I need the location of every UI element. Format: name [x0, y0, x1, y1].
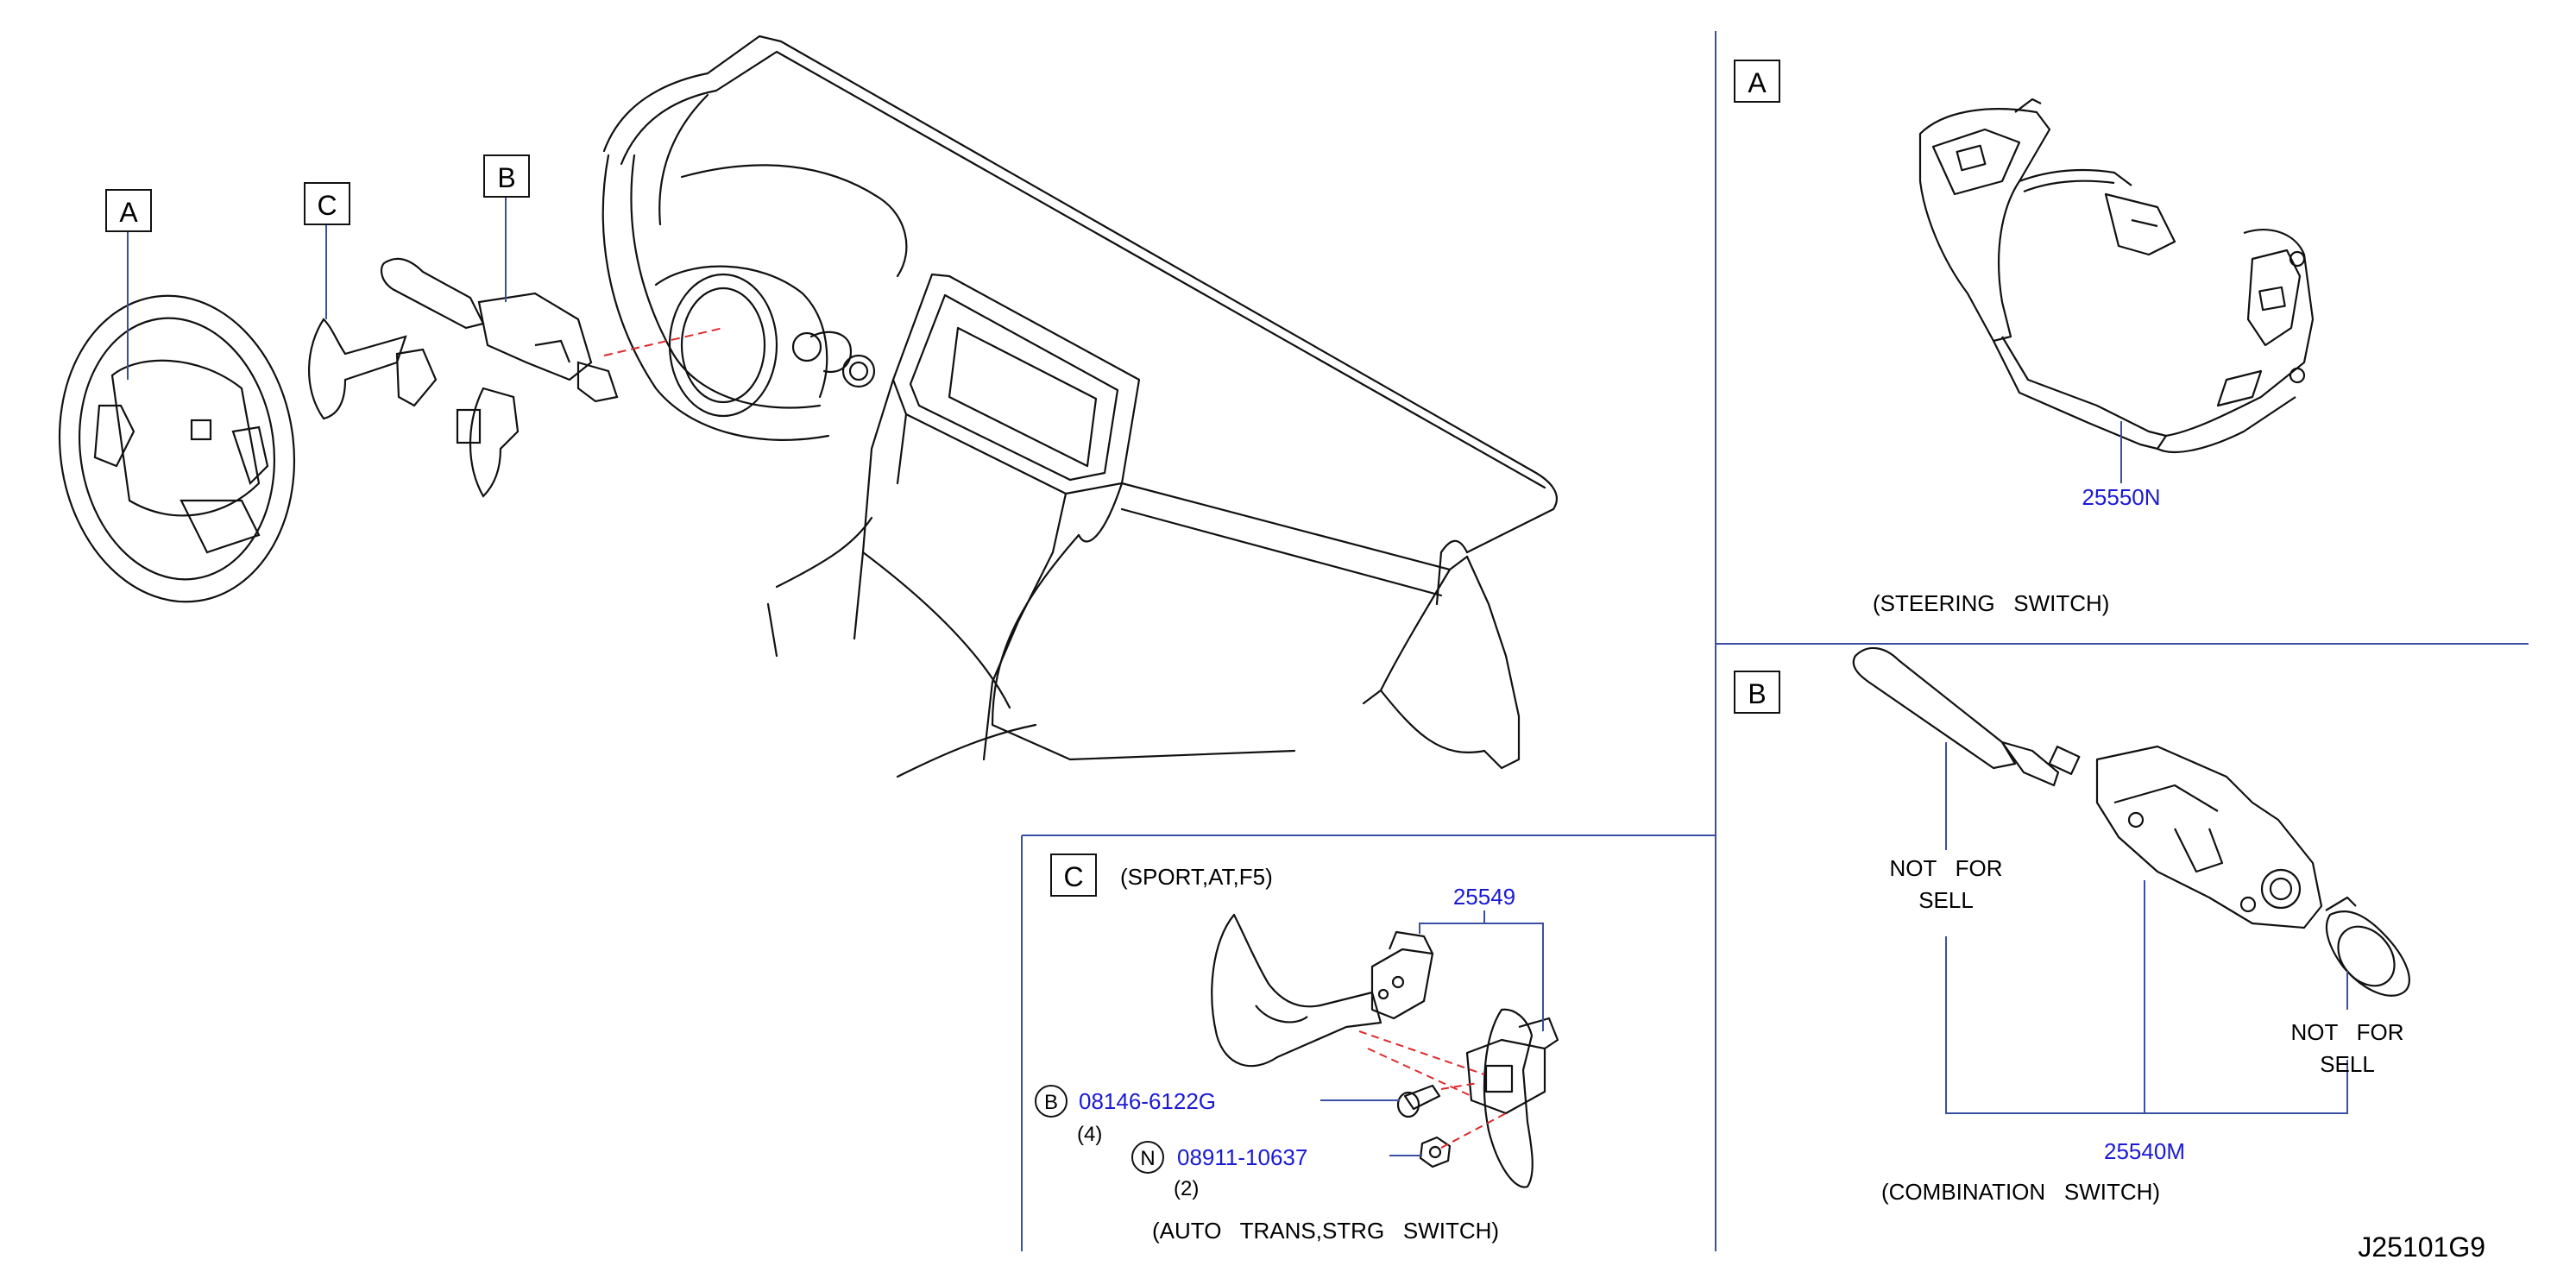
- callout-label-c: C: [317, 190, 337, 221]
- bolt-symbol-circle: [1035, 1085, 1068, 1118]
- part-number-25540m[interactable]: 25540M: [2104, 1138, 2185, 1164]
- part-number-25549[interactable]: 25549: [1453, 884, 1515, 910]
- overview-leaders: [127, 197, 507, 380]
- bolt-quantity: (4): [1077, 1123, 1102, 1146]
- steering-switch-drawing: [1918, 98, 2315, 454]
- nut-symbol-circle: [1131, 1141, 1164, 1174]
- panel-dividers: [1021, 31, 2529, 1251]
- bolt-callout: B 08146-6122G (4): [1035, 1085, 1216, 1146]
- dashboard-drawing: [601, 35, 1559, 778]
- panel-b-label: B: [1748, 678, 1766, 709]
- part-number-25550n[interactable]: 25550N: [2082, 484, 2160, 510]
- nut-quantity: (2): [1174, 1177, 1199, 1200]
- panel-c-box: [1050, 854, 1097, 897]
- combo-switch-detail-drawing: [1852, 646, 2410, 997]
- panel-a: A 25550N (STEERING SWITCH): [1734, 60, 2315, 616]
- panel-b-box: [1734, 671, 1780, 714]
- panel-c-leaders: [1320, 910, 1544, 1156]
- diagram-id: J25101G9: [2358, 1231, 2485, 1263]
- panel-c-label: C: [1063, 861, 1083, 892]
- callout-box-c: C: [304, 182, 350, 225]
- part-number-08146-6122g[interactable]: 08146-6122G: [1079, 1088, 1216, 1114]
- nut-callout: N 08911-10637 (2): [1131, 1141, 1307, 1200]
- panel-c: C (SPORT,AT,F5): [1035, 854, 1559, 1244]
- part-number-08911-10637[interactable]: 08911-10637: [1177, 1144, 1307, 1170]
- steering-wheel-drawing: [58, 294, 296, 603]
- bolt-symbol-letter: B: [1044, 1091, 1058, 1114]
- panel-b: B NOT FOR SELL NOT FO: [1734, 646, 2410, 1205]
- nut-symbol-letter: N: [1140, 1147, 1155, 1170]
- panel-a-box: [1734, 60, 1780, 103]
- combination-switch-drawing: [380, 257, 619, 403]
- not-for-sell-left-line1: NOT FOR: [1890, 855, 2003, 881]
- not-for-sell-right-line1: NOT FOR: [2291, 1019, 2404, 1045]
- callout-box-b: B: [483, 154, 530, 198]
- paddle-shifter-detail-drawing: [1211, 913, 1559, 1188]
- callout-label-b: B: [497, 162, 515, 193]
- panel-c-dashed-leaders: [1358, 1030, 1507, 1149]
- panel-a-label: A: [1748, 67, 1767, 98]
- column-dashed-leader: [603, 327, 724, 356]
- panel-b-leaders: [1945, 742, 2348, 1114]
- callout-label-a: A: [119, 197, 138, 228]
- not-for-sell-right-line2: SELL: [2320, 1051, 2375, 1077]
- panel-c-caption: (AUTO TRANS,STRG SWITCH): [1152, 1218, 1499, 1244]
- panel-a-caption: (STEERING SWITCH): [1873, 590, 2109, 616]
- paddle-shifter-drawing: [308, 318, 520, 498]
- panel-b-caption: (COMBINATION SWITCH): [1881, 1179, 2160, 1205]
- callout-box-a: A: [105, 189, 152, 232]
- panel-c-spec: (SPORT,AT,F5): [1120, 864, 1273, 890]
- not-for-sell-left-line2: SELL: [1918, 887, 1974, 913]
